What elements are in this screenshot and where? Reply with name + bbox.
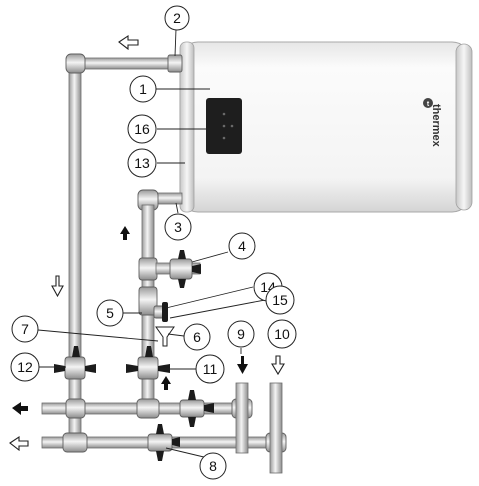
callout-7: 7 [11, 315, 39, 343]
svg-text:4: 4 [238, 238, 246, 254]
valve-14-handle[interactable] [162, 302, 168, 322]
lower-left-tee [62, 432, 88, 453]
svg-text:7: 7 [21, 321, 29, 337]
callout-11: 11 [195, 354, 225, 384]
hot-down-arrow-icon [51, 275, 64, 298]
cold-up-arrow-icon [120, 226, 130, 240]
tank-left-cap [179, 41, 195, 213]
hot-top-pipe [74, 57, 179, 70]
hot-outlet-fitting [167, 54, 183, 73]
svg-text:16: 16 [134, 121, 150, 137]
svg-text:3: 3 [174, 219, 182, 235]
callout-12: 12 [10, 352, 40, 382]
svg-text:2: 2 [173, 10, 181, 26]
callouts: 2 1 16 13 3 4 14 15 [10, 5, 297, 480]
svg-text:9: 9 [237, 326, 245, 342]
valve-8-lower-handle[interactable] [156, 424, 180, 461]
svg-text:12: 12 [17, 359, 33, 375]
valve-4-tee [138, 257, 158, 281]
brand-logo-text: thermex [430, 104, 442, 148]
svg-text:10: 10 [274, 326, 290, 342]
valve-8-upper-handle[interactable] [188, 390, 214, 427]
svg-text:6: 6 [193, 329, 201, 345]
callout-3: 3 [164, 213, 192, 241]
valve-4-handle[interactable] [169, 250, 201, 288]
water-heater-tank: t thermex [179, 41, 473, 213]
callout-5: 5 [96, 299, 124, 327]
upper-mid-tee [136, 398, 160, 419]
callout-15: 15 [265, 285, 295, 315]
svg-text:8: 8 [209, 458, 217, 474]
tank-right-cap [455, 43, 473, 211]
svg-text:5: 5 [106, 305, 114, 321]
valve-12-handle[interactable] [54, 346, 96, 380]
valve-5-body [138, 286, 158, 316]
leader-lines [37, 28, 266, 459]
upper-left-tee [65, 398, 86, 419]
valve-11-handle[interactable] [126, 346, 170, 373]
callout-10: 10 [267, 319, 297, 349]
panel-indicator-4 [230, 124, 234, 128]
panel-indicator-1 [222, 112, 226, 116]
thermex-logo-icon: t [423, 98, 433, 108]
flow-arrows [9, 34, 285, 452]
svg-text:t: t [427, 101, 430, 108]
valve-11-body [137, 356, 159, 380]
valve-handles [54, 250, 214, 461]
panel-indicator-3 [222, 136, 226, 140]
callout-4: 4 [228, 232, 256, 260]
hot-top-elbow [65, 53, 86, 74]
valve-8-upper-body [179, 399, 205, 418]
cold-supply-riser-10 [269, 382, 283, 474]
callout-2: 2 [164, 5, 190, 31]
funnel-icon [155, 326, 175, 347]
callout-8: 8 [199, 452, 227, 480]
svg-text:11: 11 [203, 361, 218, 377]
cold-supply-riser-9 [235, 382, 249, 454]
supply-risers [235, 382, 283, 474]
upper-out-left-arrow-icon [12, 402, 28, 415]
callout-16: 16 [127, 114, 157, 144]
hot-riser-pipe [68, 63, 82, 447]
callout-6: 6 [183, 323, 211, 351]
supply-down-arrow-9-icon [237, 356, 248, 374]
callout-9: 9 [227, 320, 255, 348]
callout-1: 1 [129, 75, 157, 103]
lower-out-left-arrow-icon [9, 435, 29, 452]
return-up-arrow-icon [161, 376, 171, 390]
hot-out-top-arrow-icon [118, 34, 139, 51]
supply-down-arrow-10-icon [271, 355, 285, 376]
svg-text:15: 15 [272, 292, 288, 308]
panel-indicator-2 [222, 124, 226, 128]
svg-text:1: 1 [139, 81, 147, 97]
callout-13: 13 [127, 148, 157, 178]
svg-text:13: 13 [134, 155, 150, 171]
